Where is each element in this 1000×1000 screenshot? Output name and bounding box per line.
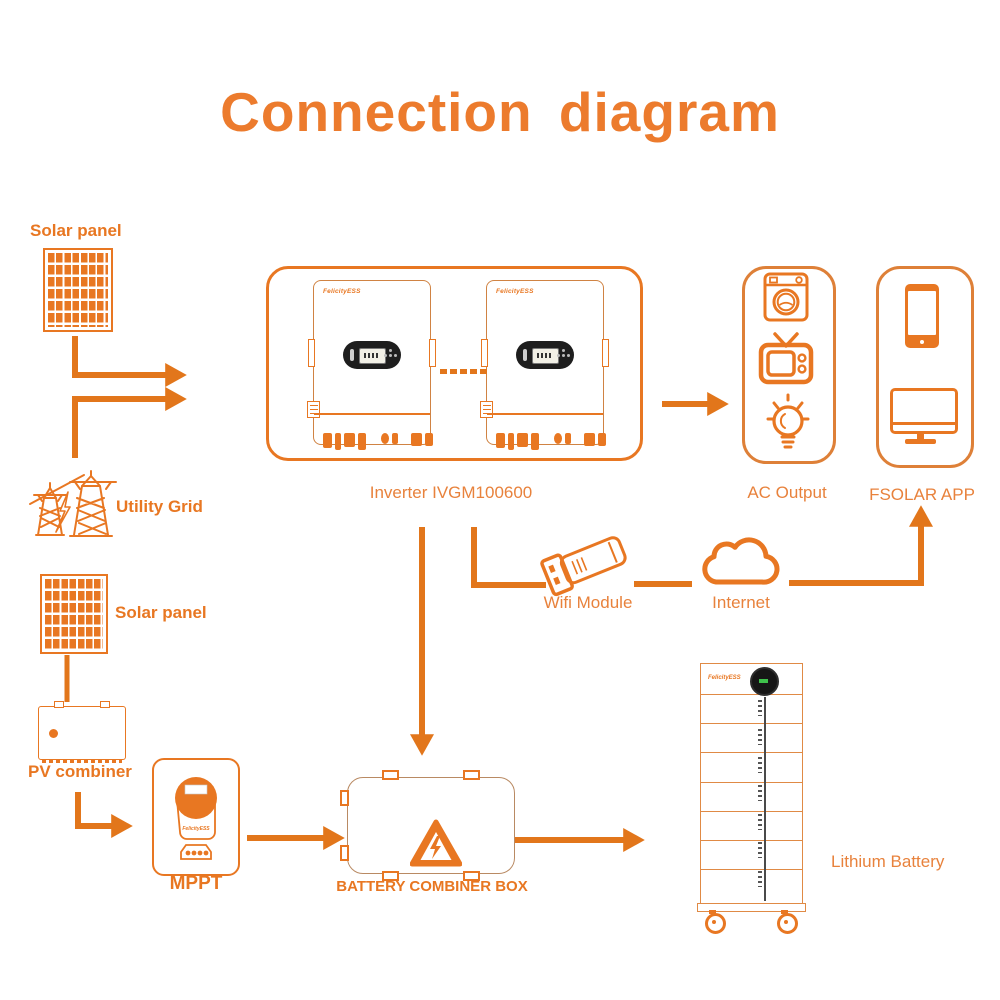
fsolar-app-label: FSOLAR APP <box>869 485 975 504</box>
caster-mount <box>709 910 716 914</box>
parallel-link-dashes <box>440 369 487 374</box>
pv-combiner-tab <box>100 701 110 708</box>
washing-machine-icon <box>763 272 809 322</box>
combiner-tab <box>463 770 480 780</box>
pv-combiner-icon <box>38 701 126 763</box>
bottom-connectors <box>323 433 433 450</box>
smartphone-icon <box>905 284 939 348</box>
solar-panel-icon <box>40 574 108 654</box>
battery-base <box>697 903 806 912</box>
battery-seam <box>764 697 766 901</box>
internet-cloud-icon <box>702 537 780 585</box>
monitor-stand <box>917 431 924 439</box>
inverter-display <box>516 341 574 369</box>
dc-switch <box>480 401 493 418</box>
combiner-tab <box>463 871 480 881</box>
page-title: Connection diagram <box>220 81 780 143</box>
panel-seam <box>314 413 430 415</box>
internet-label: Internet <box>712 593 770 612</box>
combiner-tab <box>340 845 349 861</box>
mppt-label: MPPT <box>169 873 223 894</box>
bottom-connectors <box>496 433 606 450</box>
solar-panel-top-label: Solar panel <box>30 221 122 240</box>
pv-combiner-led <box>49 729 58 738</box>
mppt-icon: FelicityESS <box>152 758 240 876</box>
lithium-battery-label: Lithium Battery <box>831 852 945 871</box>
tv-icon <box>758 332 814 385</box>
monitor-icon <box>890 388 958 434</box>
battery-display <box>750 667 779 696</box>
mount-tab <box>481 339 488 367</box>
caster-wheel-icon <box>777 913 798 934</box>
brand-logo: FelicityESS <box>496 288 534 295</box>
monitor-base <box>905 439 936 444</box>
solar-panel-bottom-label: Solar panel <box>115 603 207 622</box>
lithium-battery-icon: FelicityESS <box>700 663 803 905</box>
pv-combiner-fins <box>42 759 122 763</box>
brand-logo: FelicityESS <box>708 675 741 681</box>
utility-grid-icon <box>29 470 117 537</box>
wifi-module-icon <box>540 536 627 597</box>
caster-mount <box>781 910 788 914</box>
brand-logo: FelicityESS <box>323 288 361 295</box>
mount-tab <box>429 339 436 367</box>
inverter-unit: FelicityESS <box>307 280 436 450</box>
pv-combiner-label: PV combiner <box>28 762 132 781</box>
caster-wheel-icon <box>705 913 726 934</box>
mount-tab <box>308 339 315 367</box>
combiner-tab <box>382 770 399 780</box>
inverter-unit: FelicityESS <box>480 280 609 450</box>
utility-grid-label: Utility Grid <box>116 497 203 516</box>
warning-triangle-icon <box>410 819 462 867</box>
svg-text:FelicityESS: FelicityESS <box>182 826 210 832</box>
inverter-display <box>343 341 401 369</box>
inverter-enclosure: FelicityESS FelicityESS <box>266 266 643 461</box>
mount-tab <box>602 339 609 367</box>
ac-output-box <box>742 266 836 464</box>
panel-seam <box>487 413 603 415</box>
battery-combiner-box <box>340 770 515 881</box>
combiner-tab <box>382 871 399 881</box>
wifi-module-label: Wifi Module <box>543 593 633 612</box>
combiner-tab <box>340 790 349 806</box>
inverter-label: Inverter IVGM100600 <box>369 483 533 502</box>
battery-top-module: FelicityESS <box>701 664 802 696</box>
battery-combiner-label: BATTERY COMBINER BOX <box>336 878 528 895</box>
dc-switch <box>307 401 320 418</box>
solar-panel-icon <box>43 248 113 332</box>
pv-combiner-tab <box>54 701 64 708</box>
light-bulb-icon <box>766 393 810 449</box>
ac-output-label: AC Output <box>747 483 827 502</box>
